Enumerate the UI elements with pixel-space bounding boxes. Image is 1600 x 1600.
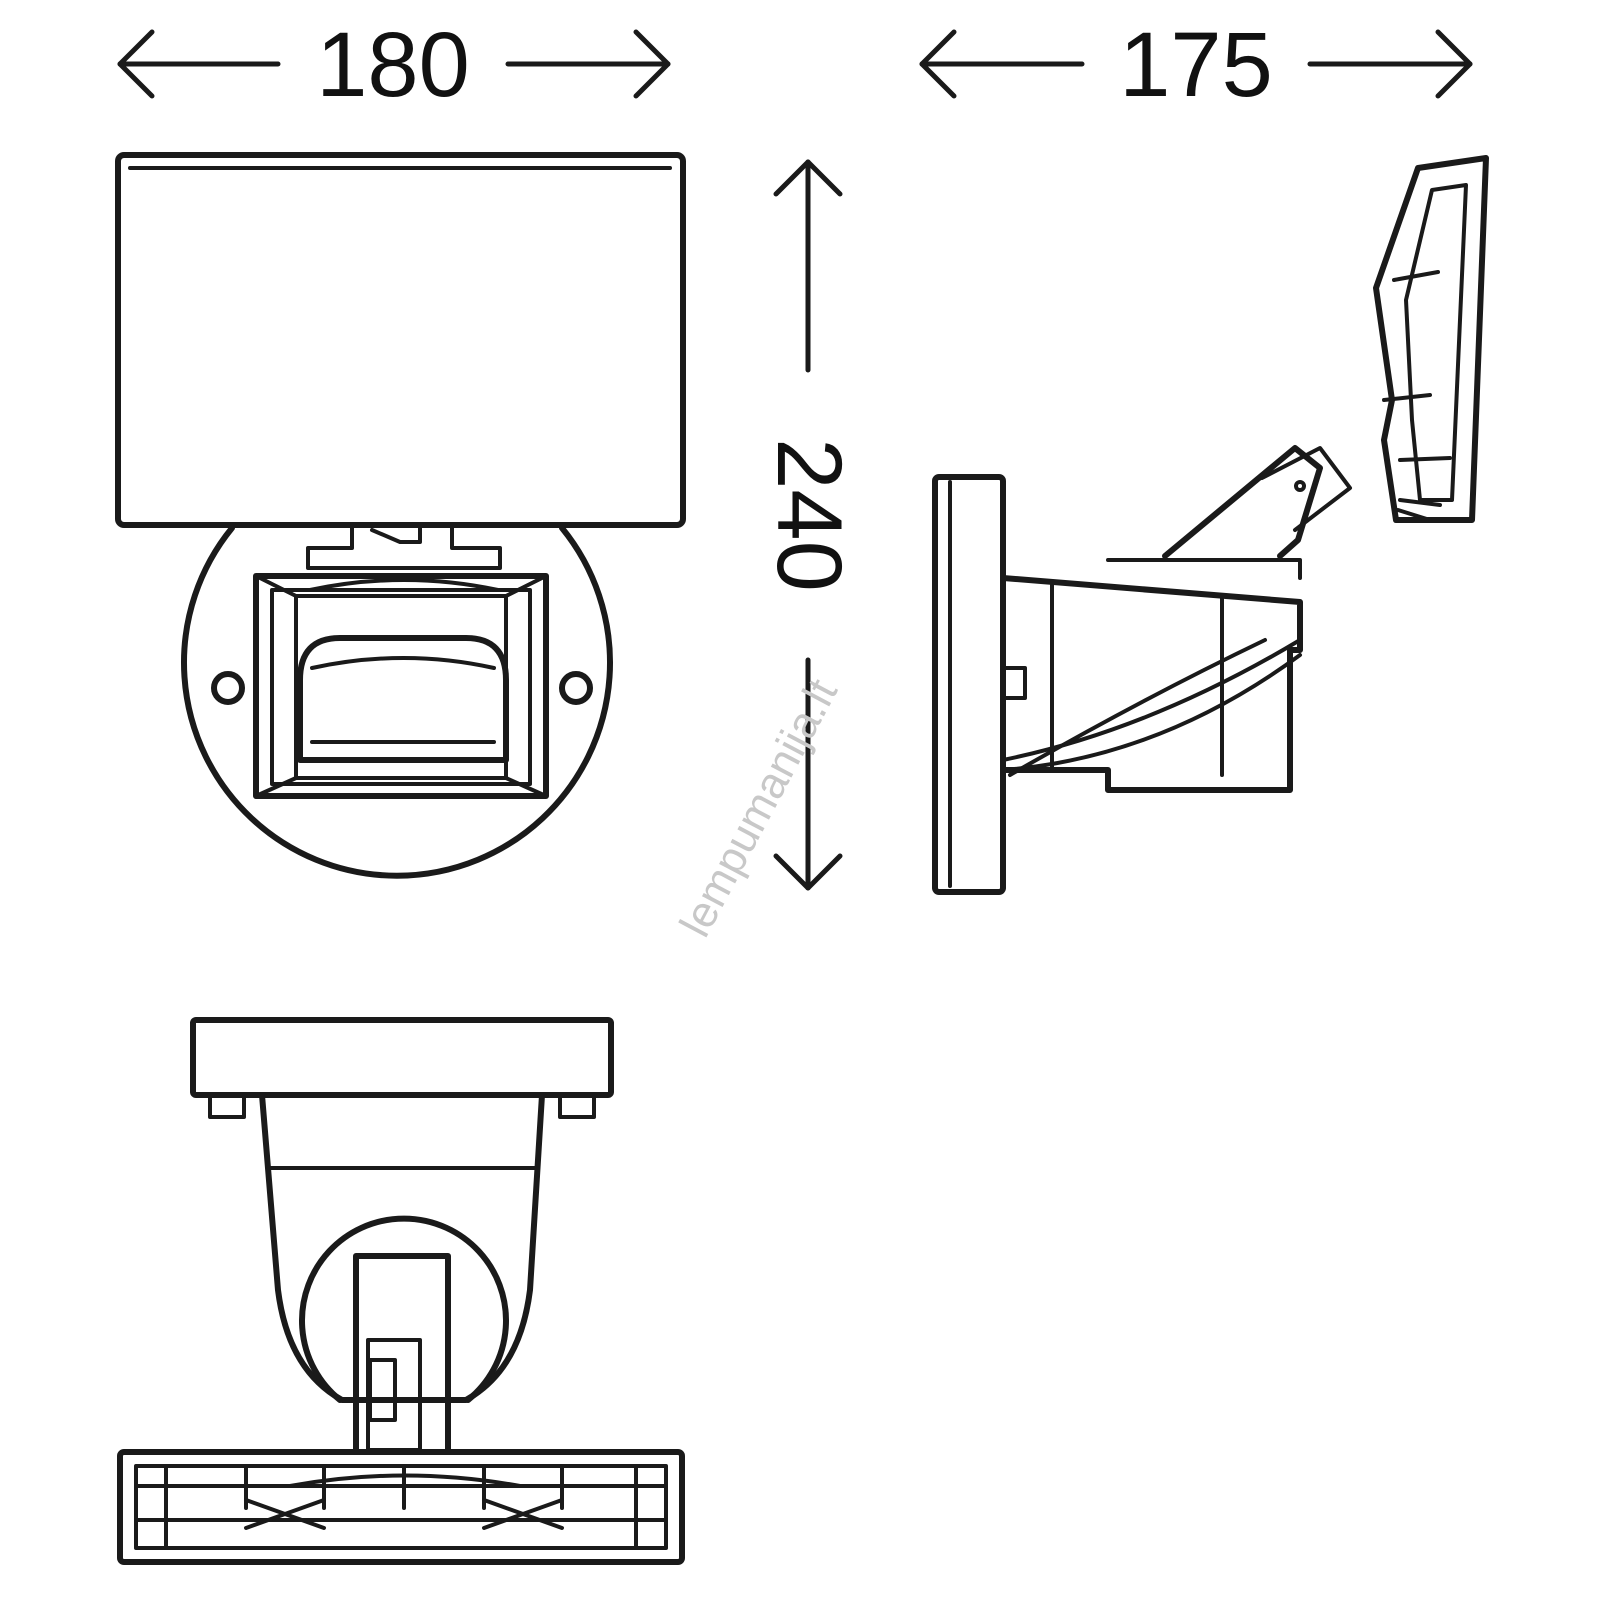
- front-wall-plate: [181, 525, 613, 879]
- dimension-label-180: 180: [316, 14, 470, 116]
- front-view: [115, 152, 686, 879]
- front-screw-left: [211, 671, 245, 705]
- dimension-label-175: 175: [1119, 14, 1273, 116]
- side-arm-body: [1000, 575, 1303, 793]
- bottom-wall-plate: [190, 1017, 614, 1098]
- front-sensor-lens: [297, 635, 509, 763]
- side-wall-plate: [932, 474, 1006, 895]
- side-lamp-head: [1373, 155, 1489, 523]
- front-lamp-head: [115, 152, 686, 528]
- watermark: lempumanija.lt: [671, 671, 847, 944]
- front-screw-right: [559, 671, 593, 705]
- bottom-view: [117, 1017, 685, 1565]
- bottom-sensor-dome: [299, 1215, 509, 1403]
- dimension-label-240: 240: [758, 438, 860, 592]
- dimension-width-front: 180: [117, 14, 671, 116]
- side-bracket: [1162, 445, 1323, 559]
- dimension-depth-side: 175: [919, 14, 1473, 116]
- bottom-lamp-head: [117, 1449, 685, 1565]
- side-view: [932, 155, 1489, 895]
- dimension-height: 240: [758, 159, 860, 891]
